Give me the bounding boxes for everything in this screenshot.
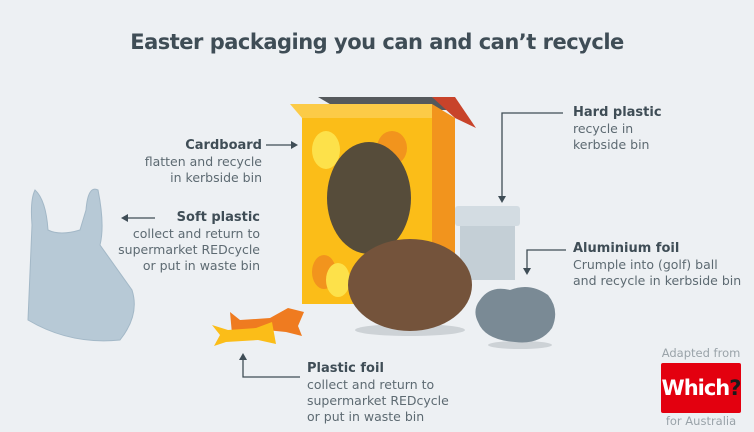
plastic-tub-icon <box>455 206 520 280</box>
label-title: Aluminium foil <box>573 241 680 256</box>
label-line: supermarket REDcycle <box>118 242 260 257</box>
label-line: recycle in <box>573 121 634 136</box>
label-title: Plastic foil <box>307 361 384 376</box>
label-line: and recycle in kerbside bin <box>573 273 742 288</box>
label-line: collect and return to <box>132 226 260 241</box>
credit-suffix: for Australia <box>665 414 737 428</box>
label-plastic-foil: Plastic foil collect and return to super… <box>307 361 477 425</box>
label-cardboard: Cardboard flatten and recycle in kerbsid… <box>140 138 262 186</box>
label-line: Crumple into (golf) ball <box>573 257 718 272</box>
label-title: Soft plastic <box>176 210 260 225</box>
label-title: Cardboard <box>185 138 262 153</box>
plastic-bag-icon <box>27 188 135 342</box>
foil-ball-icon <box>475 286 556 343</box>
candy-wrapper-icon <box>212 308 304 346</box>
label-line: or put in waste bin <box>142 258 260 273</box>
label-line: or put in waste bin <box>307 409 425 424</box>
label-aluminium-foil: Aluminium foil Crumple into (golf) ball … <box>573 241 753 289</box>
label-line: kerbside bin <box>573 137 650 152</box>
chocolate-egg-icon <box>348 239 472 331</box>
label-line: flatten and recycle <box>144 154 262 169</box>
label-hard-plastic: Hard plastic recycle in kerbside bin <box>573 105 723 153</box>
arrows <box>121 112 566 378</box>
which-logo: Which? <box>661 363 741 413</box>
label-title: Hard plastic <box>573 105 662 120</box>
credit-prefix: Adapted from <box>661 346 741 360</box>
label-line: collect and return to <box>307 377 435 392</box>
logo-text: Which <box>661 376 731 400</box>
page-title: Easter packaging you can and can’t recyc… <box>130 30 624 54</box>
label-line: supermarket REDcycle <box>307 393 449 408</box>
label-soft-plastic: Soft plastic collect and return to super… <box>110 210 260 274</box>
logo-mark: ? <box>729 376 741 400</box>
label-line: in kerbside bin <box>170 170 262 185</box>
